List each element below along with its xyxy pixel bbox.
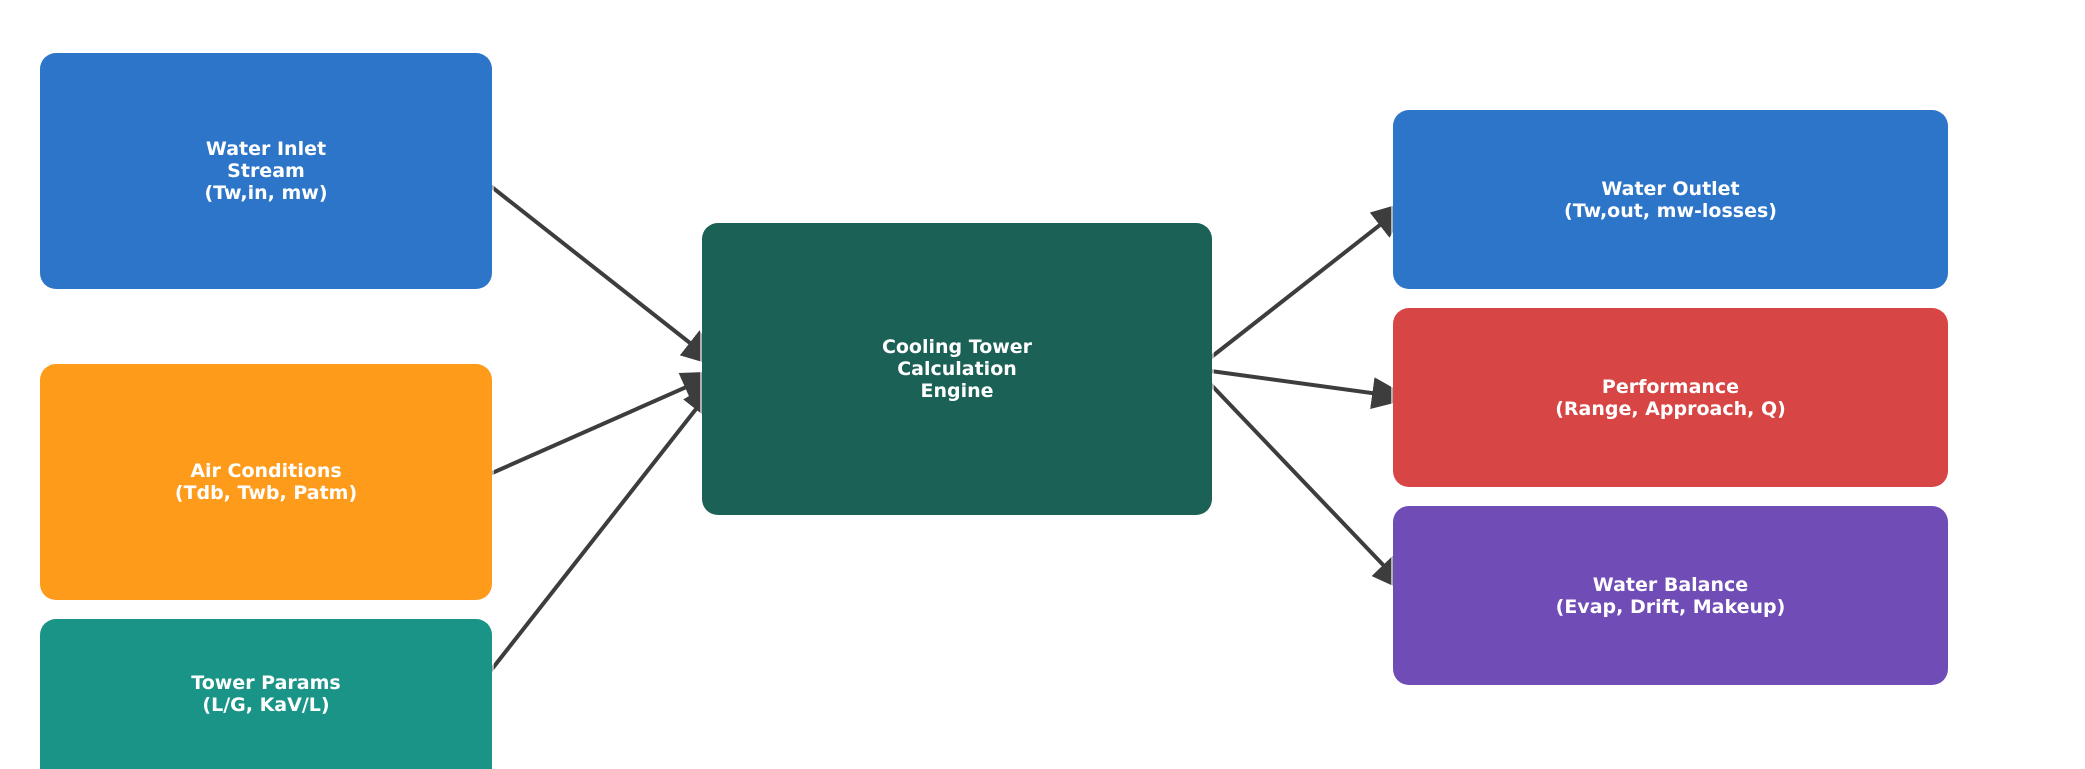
water-outlet-node: Water Outlet (Tw,out, mw-losses) — [1393, 110, 1948, 289]
water-balance-label: Water Balance (Evap, Drift, Makeup) — [1555, 573, 1786, 618]
water-balance-node: Water Balance (Evap, Drift, Makeup) — [1393, 506, 1948, 685]
water-outlet-label: Water Outlet (Tw,out, mw-losses) — [1564, 177, 1777, 222]
calculation-engine-label: Cooling Tower Calculation Engine — [881, 336, 1033, 402]
flow-diagram: Water Inlet Stream (Tw,in, mw) Air Condi… — [40, 53, 1948, 769]
arrow-water-inlet-to-engine — [472, 171, 722, 368]
air-conditions-node: Air Conditions (Tdb, Twb, Patm) — [40, 364, 492, 600]
arrow-engine-to-balance — [1194, 367, 1411, 594]
arrow-engine-to-outlet — [1194, 200, 1412, 371]
performance-node: Performance (Range, Approach, Q) — [1393, 308, 1948, 487]
tower-params-label: Tower Params (L/G, KaV/L) — [191, 672, 341, 716]
performance-label: Performance (Range, Approach, Q) — [1555, 375, 1786, 420]
water-inlet-stream-label: Water Inlet Stream (Tw,in, mw) — [204, 138, 328, 204]
arrow-tower-to-engine — [472, 377, 721, 694]
air-conditions-label: Air Conditions (Tdb, Twb, Patm) — [174, 460, 358, 504]
calculation-engine-node: Cooling Tower Calculation Engine — [702, 223, 1212, 515]
arrow-air-to-engine — [473, 371, 722, 483]
tower-params-node: Tower Params (L/G, KaV/L) — [40, 619, 492, 769]
water-inlet-stream-node: Water Inlet Stream (Tw,in, mw) — [40, 53, 492, 289]
arrow-engine-to-performance — [1195, 367, 1412, 409]
